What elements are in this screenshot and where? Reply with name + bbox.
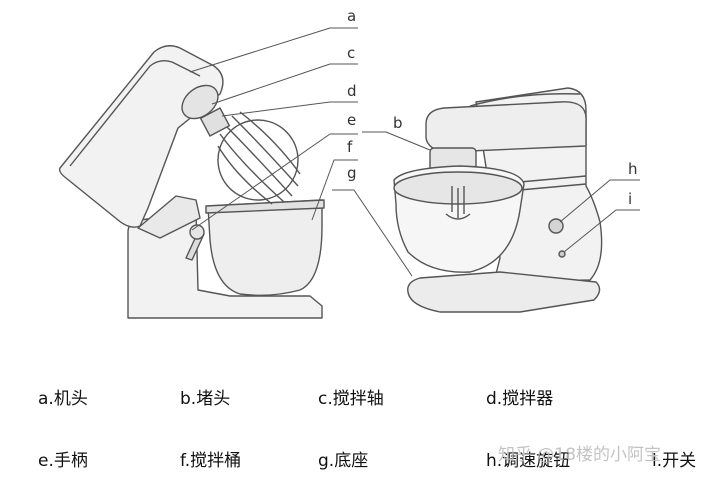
legend-g: g.底座: [318, 451, 369, 471]
right-mixer-head: [425, 101, 587, 153]
callout-c: c: [347, 44, 355, 62]
callout-d: d: [347, 82, 357, 100]
left-mixer-hinge-arm: [137, 195, 201, 239]
left-mixer-bowl: [207, 199, 323, 297]
leader-lines: [189, 27, 640, 277]
right-mixer-base: [407, 271, 601, 313]
legend-f: f.搅拌桶: [180, 451, 242, 471]
legend-e: e.手柄: [38, 451, 88, 471]
left-mixer-whisk: [217, 111, 301, 205]
legend-d: d.搅拌器: [486, 389, 554, 409]
right-mixer-switch: [558, 250, 566, 258]
legend-h: h.调速旋钮: [486, 451, 571, 471]
callout-a: a: [347, 7, 356, 25]
left-mixer: [58, 45, 325, 319]
legend-i: i.开关: [652, 451, 697, 471]
right-mixer-whisk: [445, 186, 471, 220]
legend-b: b.堵头: [180, 389, 231, 409]
watermark: 知乎 @18楼的小阿宝: [498, 445, 662, 465]
right-mixer: [393, 87, 603, 313]
callout-h: h: [628, 160, 638, 178]
callout-f: f: [347, 138, 353, 156]
callout-b-right: b: [393, 114, 403, 132]
right-mixer-speed-knob: [548, 218, 564, 234]
callout-e: e: [347, 111, 356, 129]
callout-g: g: [347, 164, 357, 182]
legend-c: c.搅拌轴: [318, 389, 384, 409]
callout-i: i: [628, 190, 632, 208]
legend-a: a.机头: [38, 389, 88, 409]
left-mixer-head: [58, 45, 224, 228]
